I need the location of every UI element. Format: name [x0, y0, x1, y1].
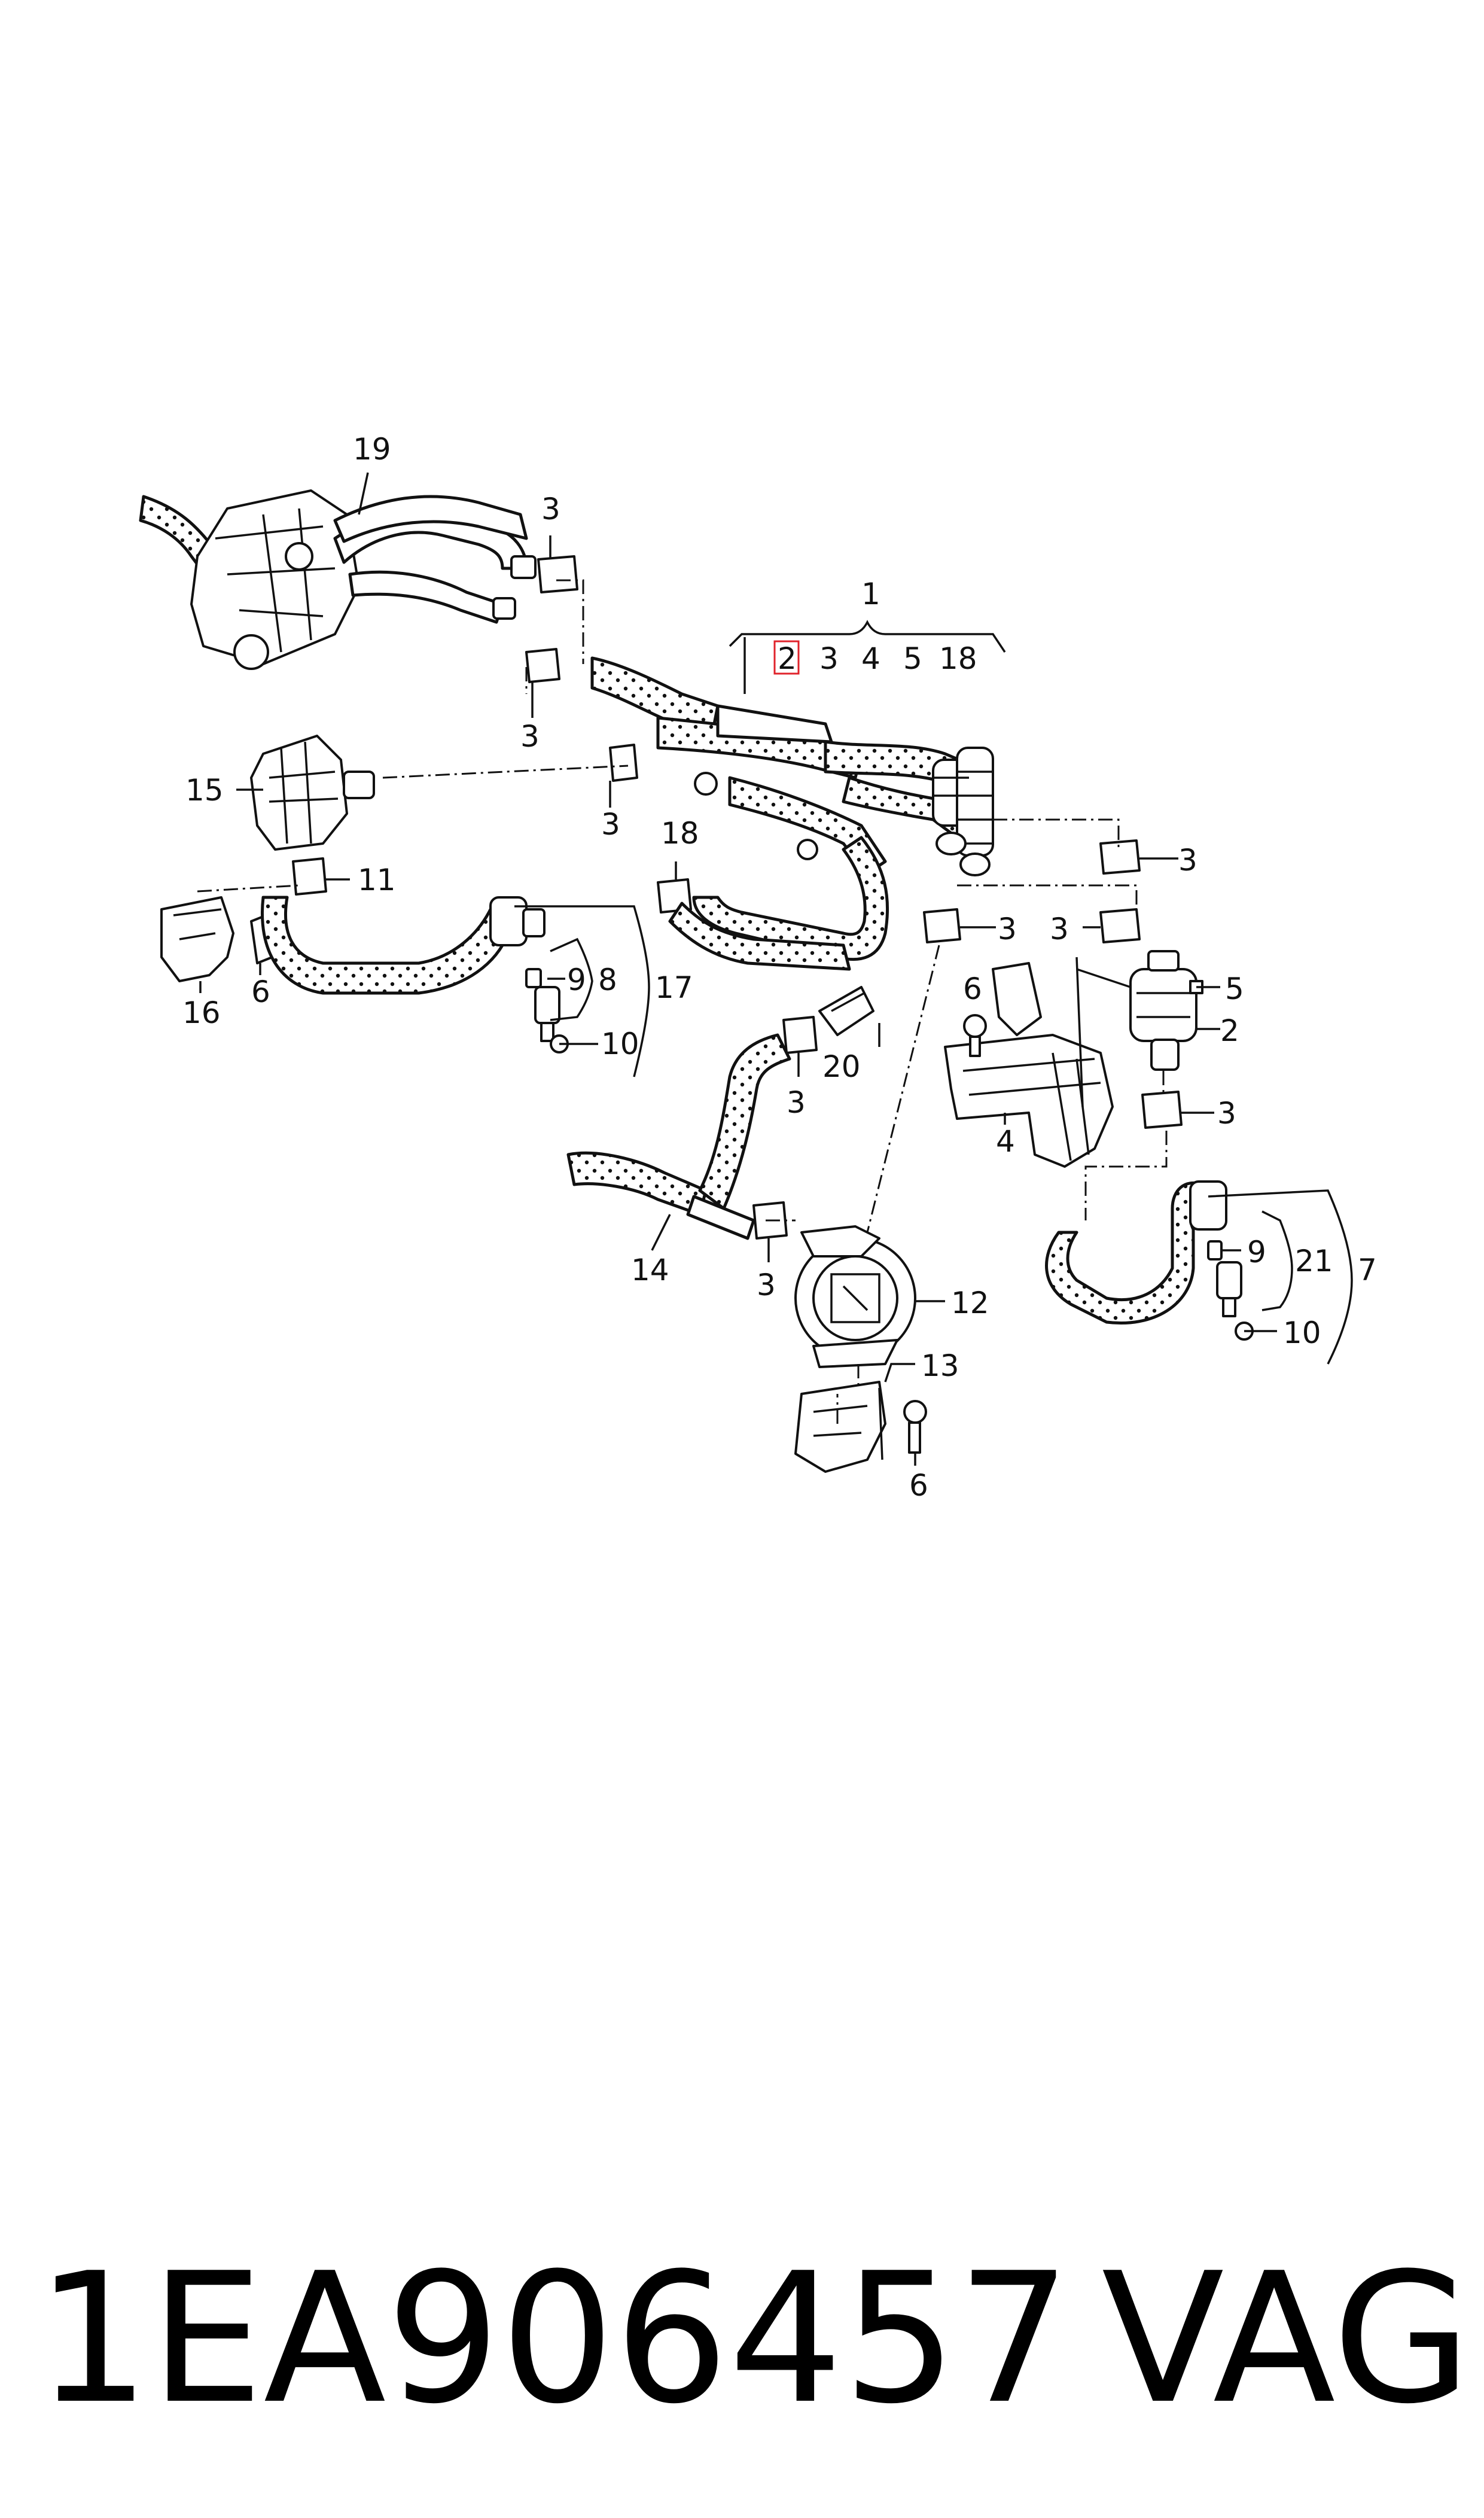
callout-9-b: 9 [1247, 1235, 1266, 1269]
callout-17: 17 [655, 970, 693, 1005]
connector-20 [818, 986, 874, 1036]
callout-13: 13 [921, 1348, 959, 1383]
callout-18: 18 [661, 816, 699, 851]
valve-2 [1075, 950, 1203, 1107]
callout-15: 15 [185, 773, 224, 808]
assembly-lines [197, 579, 1168, 1424]
leader-lines [199, 472, 1353, 1466]
callout-1: 1 [861, 577, 880, 611]
callout-11: 11 [358, 863, 396, 897]
bracket-16 [160, 896, 273, 982]
callout-7: 7 [1358, 1253, 1377, 1287]
callout-3-g: 3 [1217, 1096, 1236, 1131]
callout-18-group: 18 [939, 641, 977, 676]
callout-14: 14 [631, 1253, 669, 1287]
sensor-9-10-left [525, 968, 569, 1054]
callout-4: 4 [996, 1124, 1015, 1159]
callout-21: 21 [1295, 1244, 1333, 1278]
callout-3-a: 3 [541, 492, 560, 526]
callout-10-a: 10 [601, 1027, 639, 1061]
callout-6-b: 6 [963, 972, 982, 1006]
pump-12 [794, 1225, 916, 1368]
callout-3-e: 3 [998, 912, 1017, 946]
callout-3-h: 3 [787, 1085, 806, 1120]
callout-4-group: 4 [861, 641, 880, 676]
coolant-hose-harness-1 [590, 656, 994, 961]
part-number: 1EA906457 [36, 2234, 1071, 2443]
callout-19: 19 [353, 432, 391, 467]
sensor-9-10-right [1207, 1240, 1254, 1341]
callout-8: 8 [598, 963, 617, 997]
callout-6-c: 6 [909, 1468, 928, 1503]
callout-3-i: 3 [757, 1268, 776, 1302]
callout-3-b: 3 [520, 719, 540, 754]
callout-3-c: 3 [601, 807, 620, 842]
bracket-4 [944, 962, 1114, 1168]
coolant-hose-14 [566, 1033, 791, 1240]
callout-10-b: 10 [1283, 1316, 1321, 1350]
callouts: 1 2 3 4 5 18 19 3 3 3 15 11 16 6 9 8 17 … [182, 432, 1377, 1503]
bracket-13 [794, 1381, 927, 1473]
coolant-valve-assembly-19 [139, 489, 537, 670]
callout-20: 20 [822, 1049, 861, 1084]
highlight-box-2 [773, 640, 800, 675]
callout-9-a: 9 [567, 963, 586, 997]
callout-3-f: 3 [1050, 912, 1069, 946]
pump-15 [250, 735, 375, 851]
callout-6-a: 6 [251, 975, 270, 1009]
callout-3-d: 3 [1178, 843, 1197, 878]
callout-5-group: 5 [903, 641, 922, 676]
coolant-hose-18 [668, 902, 851, 971]
callout-2-highlighted: 2 [778, 641, 797, 676]
callout-3-group: 3 [819, 641, 839, 676]
hose-clamps [292, 555, 1183, 1240]
footer: 1EA906457 VAG [36, 2213, 1471, 2465]
callout-5: 5 [1225, 972, 1244, 1006]
callout-12: 12 [951, 1286, 989, 1320]
coolant-hose-7 [1045, 1180, 1227, 1325]
callout-2: 2 [1220, 1013, 1239, 1048]
brand-label: VAG [1101, 2234, 1471, 2443]
callout-16: 16 [182, 995, 221, 1030]
coolant-hose-17 [261, 896, 546, 995]
